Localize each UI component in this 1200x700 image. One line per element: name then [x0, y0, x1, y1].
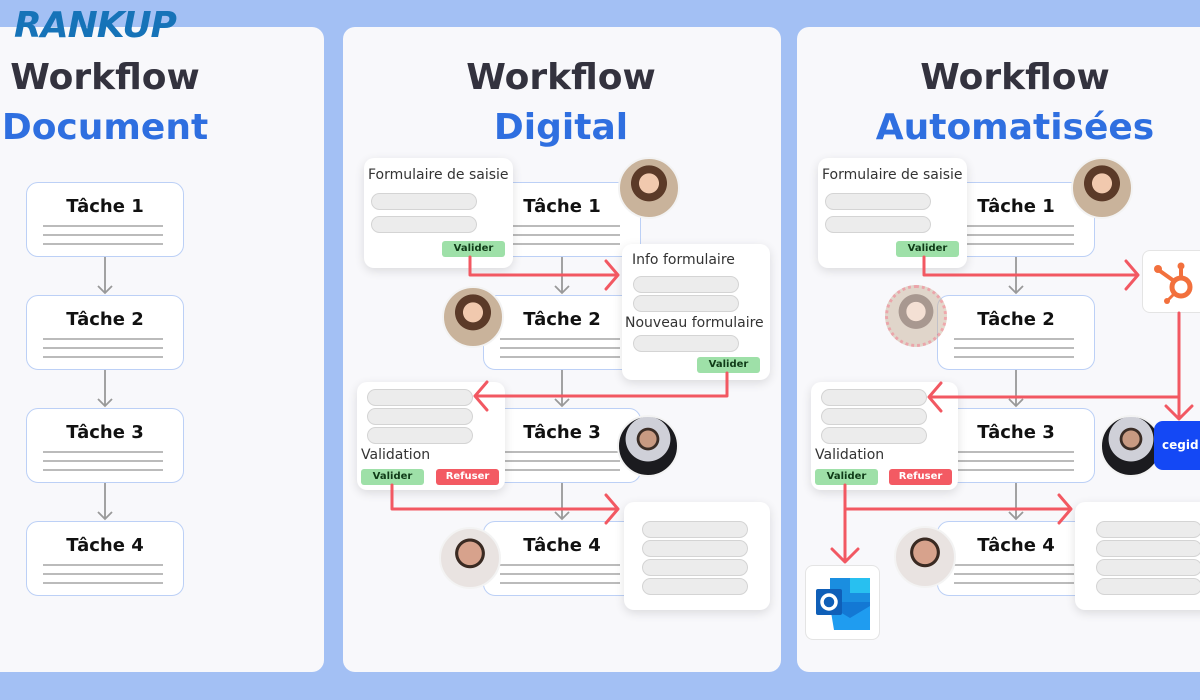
avatar	[439, 527, 501, 589]
info-form-card: Info formulaire Nouveau formulaire Valid…	[622, 244, 770, 380]
form-field[interactable]	[821, 408, 927, 425]
form-field[interactable]	[821, 389, 927, 406]
outlook-app	[805, 565, 880, 640]
task-card: Tâche 1	[26, 182, 184, 257]
form-field	[642, 540, 748, 557]
form-field	[1096, 578, 1200, 595]
task-title: Tâche 2	[66, 309, 144, 330]
entry-form-card: Formulaire de saisie Valider	[818, 158, 967, 268]
hubspot-app	[1142, 250, 1200, 313]
task-title: Tâche 4	[66, 535, 144, 556]
task-title: Tâche 1	[977, 196, 1055, 217]
form-field	[1096, 521, 1200, 538]
validation-form-card: Validation Valider Refuser	[811, 382, 958, 490]
panel-title: Workflow	[920, 57, 1110, 98]
entry-form-card: Formulaire de saisie Valider	[364, 158, 513, 268]
panel-subtitle: Digital	[493, 107, 629, 148]
avatar	[617, 415, 679, 477]
form-title: Formulaire de saisie	[822, 167, 963, 183]
panel-subtitle: Automatisées	[875, 107, 1155, 148]
panel-subtitle: Document	[1, 107, 209, 148]
validate-button[interactable]: Valider	[361, 469, 424, 485]
refuse-button[interactable]: Refuser	[889, 469, 952, 485]
avatar	[894, 526, 956, 588]
rankup-logo: RANKUP	[14, 5, 177, 46]
outlook-icon	[816, 578, 870, 630]
form-title: Formulaire de saisie	[368, 167, 509, 183]
form-field[interactable]	[371, 193, 477, 210]
validate-button[interactable]: Valider	[442, 241, 505, 257]
task-title: Tâche 3	[977, 422, 1055, 443]
task-card: Tâche 4	[483, 521, 641, 596]
form-field	[1096, 540, 1200, 557]
data-card	[624, 502, 770, 610]
task-title: Tâche 2	[523, 309, 601, 330]
task-card: Tâche 3	[26, 408, 184, 483]
form-title: Info formulaire	[632, 252, 735, 268]
hubspot-icon	[1154, 262, 1193, 304]
form-field[interactable]	[825, 193, 931, 210]
form-field	[642, 521, 748, 538]
task-card: Tâche 3	[937, 408, 1095, 483]
panel-title: Workflow	[10, 57, 200, 98]
form-title: Validation	[361, 447, 431, 463]
avatar	[618, 157, 680, 219]
form-field[interactable]	[371, 216, 477, 233]
form-field[interactable]	[821, 427, 927, 444]
refuse-button[interactable]: Refuser	[436, 469, 499, 485]
validate-button[interactable]: Valider	[896, 241, 959, 257]
validate-button[interactable]: Valider	[815, 469, 878, 485]
avatar	[442, 286, 504, 348]
task-card: Tâche 2	[26, 295, 184, 370]
task-card: Tâche 2	[483, 295, 641, 370]
form-field	[642, 559, 748, 576]
panel-title: Workflow	[466, 57, 656, 98]
data-card	[1075, 502, 1200, 610]
task-card: Tâche 4	[937, 521, 1095, 596]
form-subtitle: Nouveau formulaire	[625, 315, 764, 331]
form-field[interactable]	[633, 276, 739, 293]
validation-form-card: Validation Valider Refuser	[357, 382, 505, 490]
form-field[interactable]	[633, 295, 739, 312]
form-title: Validation	[815, 447, 885, 463]
task-title: Tâche 1	[66, 196, 144, 217]
validate-button[interactable]: Valider	[697, 357, 760, 373]
form-field[interactable]	[367, 389, 473, 406]
form-field[interactable]	[367, 427, 473, 444]
form-field	[642, 578, 748, 595]
task-title: Tâche 1	[523, 196, 601, 217]
task-title: Tâche 4	[977, 535, 1055, 556]
form-field[interactable]	[825, 216, 931, 233]
form-field[interactable]	[367, 408, 473, 425]
avatar	[1071, 157, 1133, 219]
avatar-pending	[885, 285, 947, 347]
task-card: Tâche 4	[26, 521, 184, 596]
avatar	[1100, 415, 1162, 477]
task-title: Tâche 2	[977, 309, 1055, 330]
cegid-logo: cegid	[1154, 421, 1200, 470]
task-title: Tâche 3	[66, 422, 144, 443]
task-card: Tâche 2	[937, 295, 1095, 370]
form-field	[1096, 559, 1200, 576]
task-title: Tâche 4	[523, 535, 601, 556]
form-field[interactable]	[633, 335, 739, 352]
